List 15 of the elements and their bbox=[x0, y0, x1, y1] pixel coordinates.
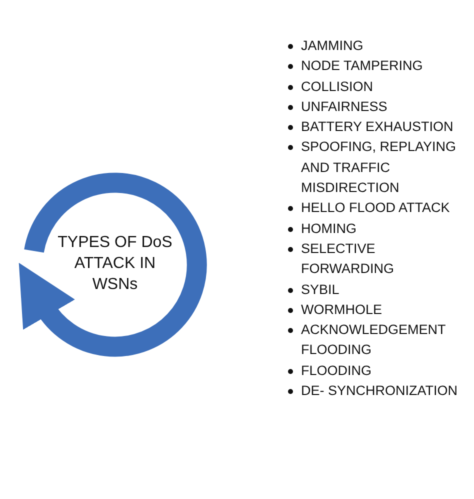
list-item: NODE TAMPERING bbox=[301, 57, 424, 76]
list-item: BATTERY EXHAUSTION bbox=[301, 118, 454, 136]
list-item: ACKNOWLEDGEMENT FLOODING bbox=[301, 321, 447, 360]
list-item: HELLO FLOOD ATTACK bbox=[301, 199, 451, 218]
list-item: SYBIL bbox=[301, 280, 340, 299]
list-item: FLOODING bbox=[301, 362, 373, 380]
list-item: SELECTIVE FORWARDING bbox=[301, 240, 395, 278]
list-item: DE- SYNCHRONIZATION bbox=[301, 382, 459, 400]
list-item: COLLISION bbox=[301, 78, 374, 96]
list-item: SPOOFING, REPLAYING AND TRAFFIC MISDIRECTION bbox=[301, 138, 458, 198]
center-title: TYPES OF DoS ATTACK IN WSNs bbox=[55, 232, 175, 295]
list-item: WORMHOLE bbox=[301, 300, 383, 319]
list-item: HOMING bbox=[301, 220, 358, 238]
list-item: UNFAIRNESS bbox=[301, 98, 388, 116]
list-item: JAMMING bbox=[301, 37, 364, 55]
